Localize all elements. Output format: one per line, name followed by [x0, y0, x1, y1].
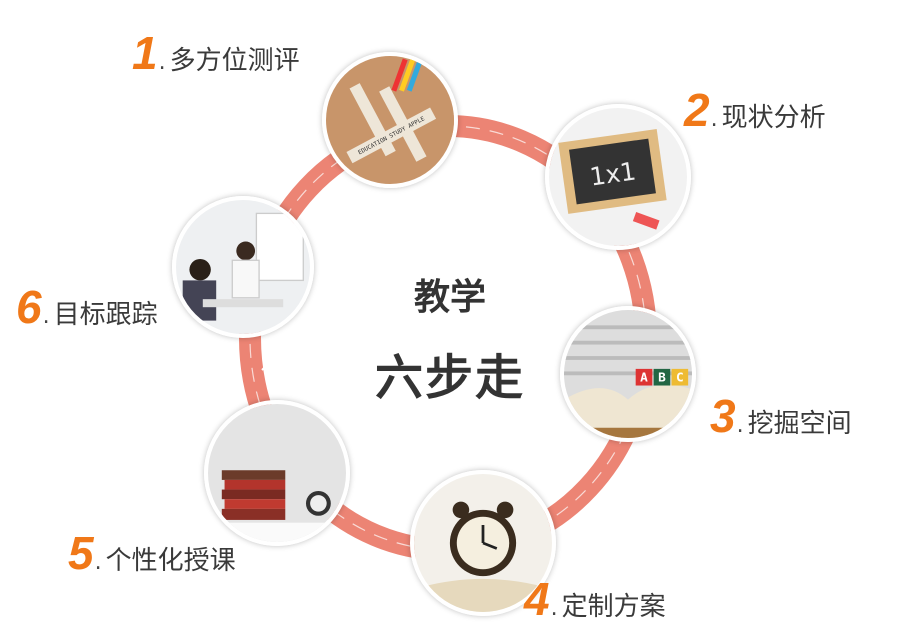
- step-number: 1: [132, 27, 158, 79]
- step-number: 2: [684, 84, 710, 136]
- arrow-icon: [495, 145, 504, 157]
- step-4-image: [410, 470, 556, 616]
- step-1: 1. 多方位测评: [132, 30, 300, 77]
- step-3: 3. 挖掘空间: [710, 393, 852, 440]
- step-number: 3: [710, 390, 736, 442]
- abc-blocks-text: ABC: [640, 371, 692, 386]
- step-label: 定制方案: [561, 592, 666, 622]
- step-number: 4: [524, 573, 550, 625]
- chalkboard-text: 1x1: [588, 156, 638, 191]
- arrow-icon: [603, 265, 617, 274]
- step-6-image: [172, 196, 314, 338]
- arrow-icon: [261, 362, 275, 371]
- step-label: 现状分析: [721, 103, 826, 133]
- step-5: 5. 个性化授课: [68, 530, 236, 577]
- separator: .: [550, 596, 558, 621]
- step-label: 个性化授课: [105, 546, 236, 576]
- separator: .: [736, 413, 744, 438]
- step-2: 2. 现状分析: [684, 87, 826, 134]
- separator: .: [42, 304, 50, 329]
- arrow-icon: [374, 490, 383, 501]
- step-5-image: [204, 400, 350, 546]
- step-number: 6: [16, 281, 42, 333]
- step-6: 6. 目标跟踪: [16, 284, 158, 331]
- center-title-line2: 六步走: [374, 350, 525, 406]
- step-label: 挖掘空间: [747, 409, 852, 439]
- step-2-image: 1x1: [545, 104, 691, 250]
- step-3-image: ABC: [560, 306, 696, 442]
- step-1-image: EDUCATION STUDY APPLE: [322, 52, 458, 188]
- step-label: 目标跟踪: [53, 300, 158, 330]
- step-number: 5: [68, 527, 94, 579]
- step-4: 4. 定制方案: [524, 576, 666, 623]
- step-label: 多方位测评: [169, 46, 300, 76]
- center-title-line1: 教学: [413, 277, 486, 318]
- separator: .: [158, 50, 166, 75]
- arrow-icon: [566, 459, 576, 470]
- separator: .: [94, 550, 102, 575]
- separator: .: [710, 107, 718, 132]
